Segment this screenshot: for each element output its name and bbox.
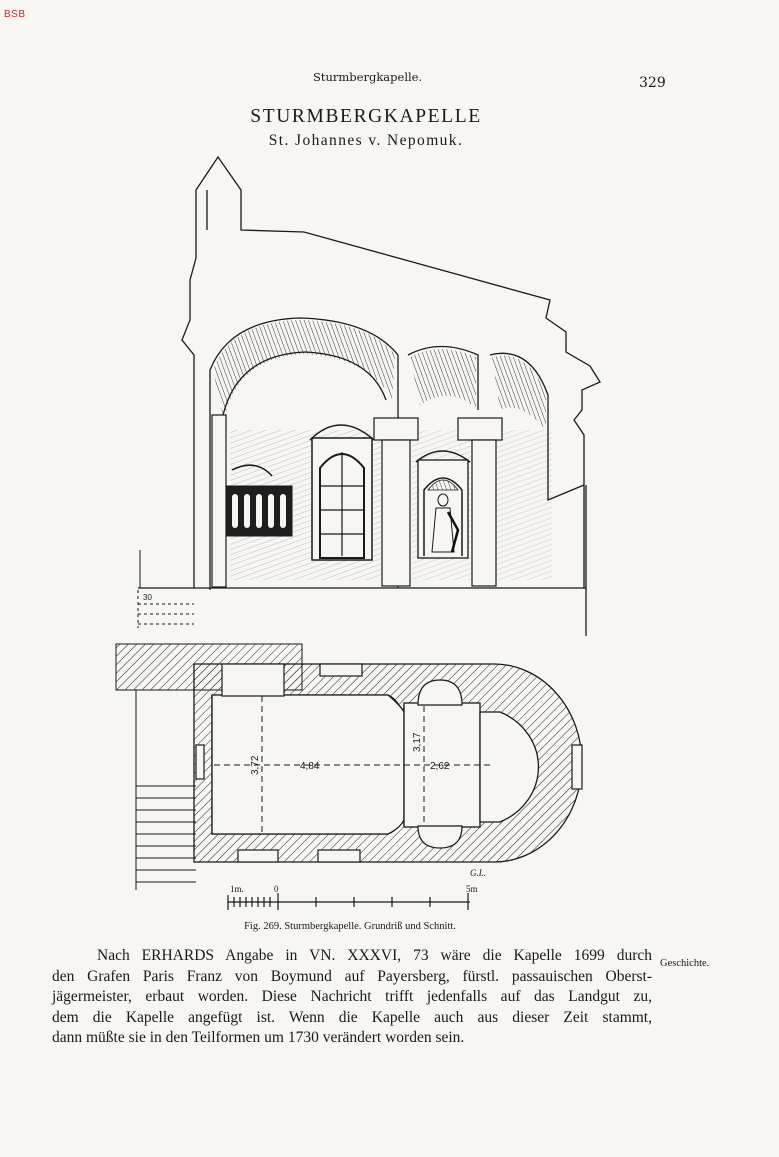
scale-label-0: 0 bbox=[274, 884, 279, 894]
body-line: Nach ERHARDS Angabe in VN. XXXVI, 73 wär… bbox=[97, 947, 652, 964]
body-line: jägermeister, erbaut worden. Diese Nachr… bbox=[52, 988, 652, 1005]
section-level-label: 30 bbox=[143, 593, 152, 602]
chapel-window bbox=[309, 424, 375, 561]
plan-dim-length-nave: 4,84 bbox=[300, 761, 320, 772]
plan-dim-length-choir: 2,62 bbox=[430, 761, 450, 772]
scale-label-1m: 1m. bbox=[230, 884, 244, 894]
oratory-balcony bbox=[225, 464, 293, 537]
running-head: Sturmbergkapelle. bbox=[313, 70, 423, 84]
page-subtitle: St. Johannes v. Nepomuk. bbox=[268, 132, 464, 149]
plan-dimension-lines bbox=[214, 696, 492, 834]
page-number: 329 bbox=[639, 75, 666, 91]
plan-apse bbox=[479, 711, 539, 823]
drafter-signature: G.L. bbox=[470, 868, 486, 878]
plan-dim-width-nave-height: 3,72 bbox=[250, 755, 261, 775]
pilasters bbox=[211, 414, 503, 588]
margin-note: Geschichte. bbox=[660, 958, 710, 969]
statue-niche bbox=[415, 450, 471, 559]
figure-caption: Fig. 269. Sturmbergkapelle. Grundriß und… bbox=[244, 921, 456, 932]
vault-shading-apse bbox=[492, 355, 546, 430]
body-line: den Grafen Paris Franz von Boymund auf P… bbox=[52, 967, 652, 985]
plan-dim-width-choir: 3,17 bbox=[412, 732, 423, 752]
body-paragraph: Nach ERHARDS Angabe in VN. XXXVI, 73 wär… bbox=[52, 946, 652, 1049]
library-mark: BSB bbox=[4, 9, 26, 20]
scale-label-5m: 5m bbox=[466, 884, 478, 894]
scale-bar bbox=[227, 893, 470, 910]
vault-shading bbox=[213, 320, 395, 420]
plan-stair bbox=[135, 690, 196, 890]
vault-shading-right bbox=[410, 349, 476, 408]
body-line: dann müßte sie in den Teilformen um 1730… bbox=[52, 1029, 465, 1046]
page-title: STURMBERGKAPELLE bbox=[250, 106, 482, 127]
plan-niches bbox=[195, 663, 583, 863]
body-line: dem die Kapelle angefügt ist. Wenn die K… bbox=[52, 1008, 652, 1026]
section-foundation bbox=[137, 550, 194, 628]
